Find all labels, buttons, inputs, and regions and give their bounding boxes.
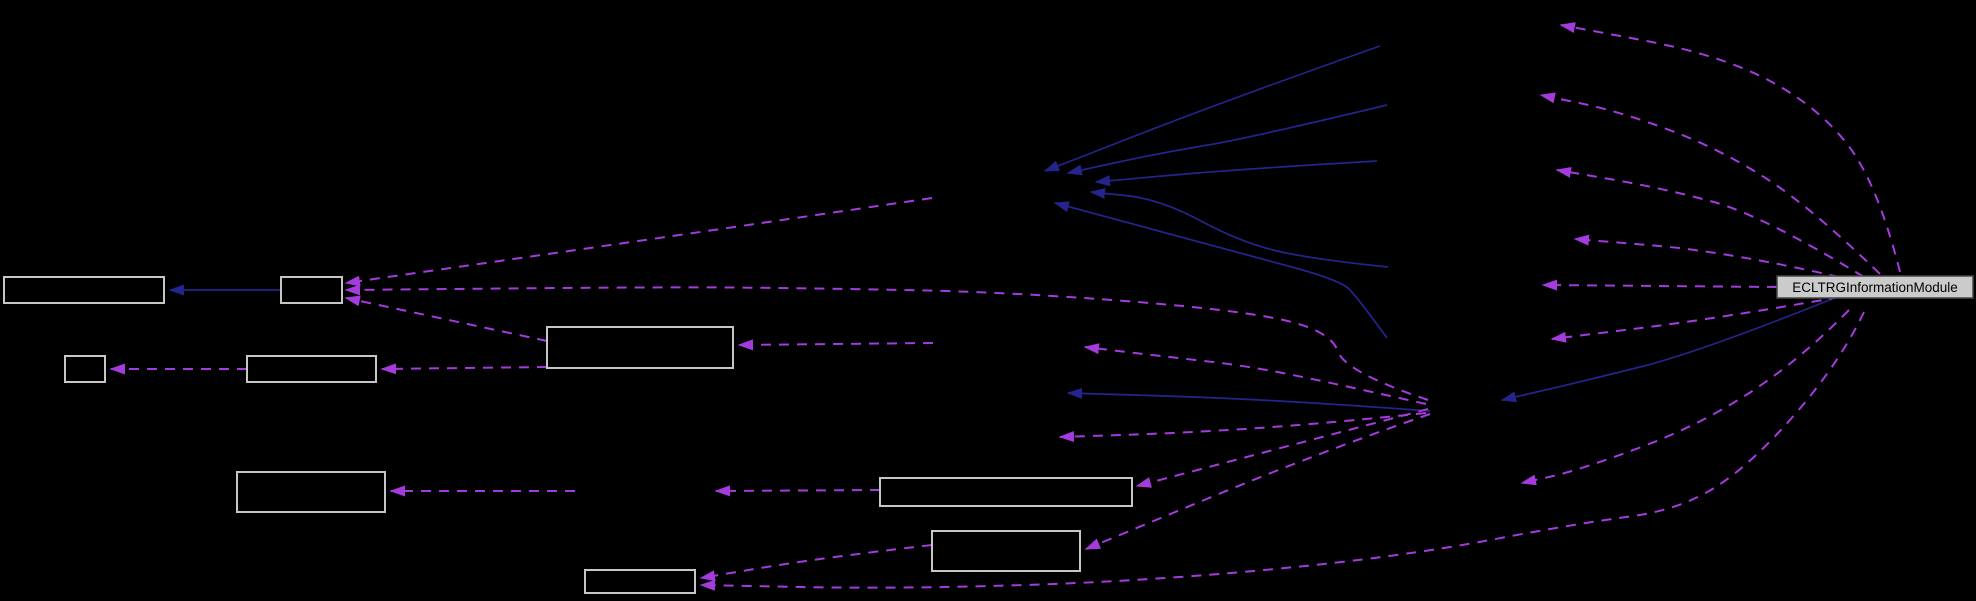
edge-hub-to-n7 [1135, 408, 1429, 488]
edge-air-to-n3 [737, 339, 934, 351]
node-main-highlighted[interactable]: ECLTRGInformationModule [1776, 275, 1974, 299]
edge-fan-blue-1 [1043, 45, 1381, 172]
node-n6[interactable] [236, 471, 386, 513]
node-n1[interactable] [3, 276, 165, 304]
edge-main-fan-6 [1550, 293, 1858, 343]
edge-hub-to-air-down [1058, 412, 1427, 443]
edge-main-fan-2 [1539, 92, 1881, 275]
edge-main-fan-7 [1520, 309, 1850, 486]
node-n8[interactable] [931, 530, 1081, 572]
edge-fan-blue-4 [1089, 187, 1389, 268]
edge-fan-blue-3 [1094, 160, 1378, 187]
edge-main-fan-3 [1555, 166, 1865, 278]
node-main-box [1776, 275, 1974, 299]
edge-hub-to-air-up [1083, 343, 1427, 405]
node-n9[interactable] [584, 569, 696, 594]
edge-main-fan-5 [1541, 279, 1778, 291]
edge-n3-to-n2 [344, 295, 548, 342]
edge-hub-to-left [1066, 387, 1431, 412]
edge-main-fan-8 [699, 311, 1865, 591]
node-n3[interactable] [546, 326, 734, 369]
edge-hub-to-n8 [1084, 413, 1431, 550]
edge-fan-blue-5 [1053, 201, 1388, 339]
node-n4[interactable] [64, 355, 106, 383]
edge-fan-blue-2 [1066, 104, 1388, 176]
edge-n8-to-n9 [699, 544, 933, 582]
edge-n3-to-n5 [380, 363, 548, 375]
node-n5[interactable] [246, 355, 377, 383]
edges-layer [109, 22, 1901, 591]
edge-main-to-hub [1500, 298, 1833, 403]
edge-main-fan-4 [1573, 234, 1858, 282]
node-n7[interactable] [879, 477, 1133, 507]
node-main-label: ECLTRGInformationModule [1792, 280, 1958, 295]
nodes-layer: ECLTRGInformationModule [3, 275, 1974, 594]
edge-hub-to-n2 [344, 284, 1429, 401]
edge-air-to-n2-top [344, 197, 933, 287]
node-n2[interactable] [280, 276, 343, 304]
edge-n7-to-air [714, 485, 881, 497]
edge-main-fan-1 [1559, 22, 1901, 273]
